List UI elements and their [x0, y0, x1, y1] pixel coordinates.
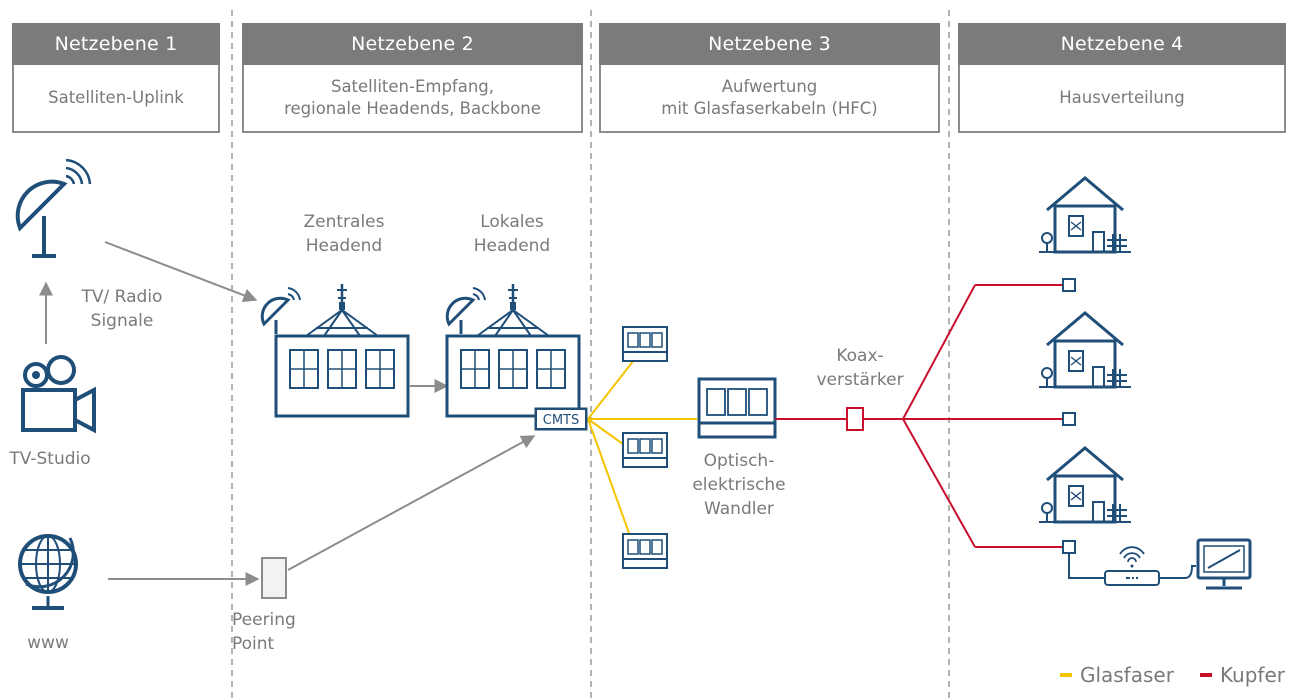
connection-box-1	[1062, 278, 1076, 292]
modem-icon	[1104, 546, 1160, 586]
level-1-title: Netzebene 1	[12, 23, 220, 65]
modem-connection	[1068, 553, 1196, 579]
arrow-uplink-to-headend	[104, 241, 258, 303]
signal-arrows	[39, 241, 536, 586]
tv-radio-label: TV/ Radio Signale	[72, 286, 172, 334]
legend: Glasfaser Kupfer	[1059, 663, 1285, 687]
level-1-desc-line: Satelliten-Uplink	[48, 87, 184, 107]
level-4: Netzebene 4 Hausverteilung	[958, 23, 1286, 133]
converter-line-2: elektrische	[692, 474, 786, 495]
local-headend-dish-icon	[445, 286, 487, 336]
satellite-uplink-icon	[15, 158, 92, 258]
level-4-desc-line: Hausverteilung	[1059, 87, 1185, 107]
level-3-title: Netzebene 3	[599, 23, 940, 65]
coax-amplifier-line-2: verstärker	[816, 369, 904, 390]
level-2: Netzebene 2 Satelliten-Empfang, regional…	[242, 23, 583, 133]
level-3-desc: Aufwertung mit Glasfaserkabeln (HFC)	[599, 65, 940, 133]
coax-amplifier-box	[846, 407, 864, 431]
level-1: Netzebene 1 Satelliten-Uplink	[12, 23, 220, 133]
fiber-node-rack-2	[622, 432, 668, 468]
legend-label-fiber: Glasfaser	[1079, 663, 1174, 687]
optical-electrical-converter	[697, 377, 777, 439]
central-headend-line-1: Zentrales	[303, 212, 385, 232]
coax-amplifier-line-1: Koax-	[836, 346, 884, 366]
copper-branch-3	[902, 418, 976, 548]
fiber-node-rack-1	[622, 326, 668, 362]
local-headend-line-1: Lokales	[480, 212, 544, 232]
legend-swatch-copper	[1199, 673, 1212, 677]
central-headend-line-2: Headend	[305, 235, 383, 256]
converter-line-3: Wandler	[704, 498, 774, 519]
monitor-icon	[1196, 538, 1252, 590]
peering-point-label: Peering Point	[232, 609, 296, 657]
column-separators	[231, 10, 950, 700]
central-headend-label: Zentrales Headend	[294, 211, 394, 259]
arrow-peering-to-cmts	[287, 435, 536, 571]
level-4-title: Netzebene 4	[958, 23, 1286, 65]
level-4-desc: Hausverteilung	[958, 65, 1286, 133]
copper-branch-1	[902, 284, 976, 420]
legend-label-copper: Kupfer	[1219, 663, 1285, 687]
cmts-label: CMTS	[543, 413, 580, 428]
coax-amplifier-label: Koax- verstärker	[805, 345, 915, 393]
legend-swatch-fiber	[1059, 673, 1072, 677]
converter-line-1: Optisch-	[703, 451, 775, 471]
level-2-desc-line-1: Satelliten-Empfang,	[330, 76, 495, 96]
level-3-desc-line-1: Aufwertung	[721, 76, 818, 96]
www-label: www	[27, 633, 69, 653]
tv-radio-line-2: Signale	[90, 310, 154, 331]
camera-icon	[21, 355, 96, 434]
fiber-line-1	[587, 359, 635, 420]
level-2-desc-line-2: regionale Headends, Backbone	[284, 99, 541, 118]
globe-icon	[18, 534, 78, 610]
tv-studio-label: TV-Studio	[9, 449, 91, 469]
fiber-node-rack-3	[622, 533, 668, 569]
house-icon-1	[1037, 176, 1133, 254]
level-3-desc-line-2: mit Glasfaserkabeln (HFC)	[661, 99, 878, 118]
local-headend-label: Lokales Headend	[462, 211, 562, 259]
connection-boxes	[1062, 278, 1076, 554]
converter-label: Optisch- elektrische Wandler	[684, 450, 794, 521]
level-3: Netzebene 3 Aufwertung mit Glasfaserkabe…	[599, 23, 940, 133]
central-headend-building	[274, 282, 410, 418]
connection-box-2	[1062, 412, 1076, 426]
central-headend-dish-icon	[260, 286, 302, 336]
peering-point-line-2: Point	[232, 633, 275, 654]
fiber-line-3	[587, 418, 635, 548]
level-1-desc: Satelliten-Uplink	[12, 65, 220, 133]
level-2-title: Netzebene 2	[242, 23, 583, 65]
peering-point-line-1: Peering	[232, 610, 296, 630]
house-icon-3	[1037, 446, 1133, 524]
peering-point-box	[261, 557, 287, 599]
connection-box-3	[1062, 540, 1076, 554]
local-headend-line-2: Headend	[473, 235, 551, 256]
copper-lines	[775, 284, 1063, 548]
house-icon-2	[1037, 311, 1133, 389]
tv-radio-line-1: TV/ Radio	[81, 287, 163, 307]
level-2-desc: Satelliten-Empfang, regionale Headends, …	[242, 65, 583, 133]
